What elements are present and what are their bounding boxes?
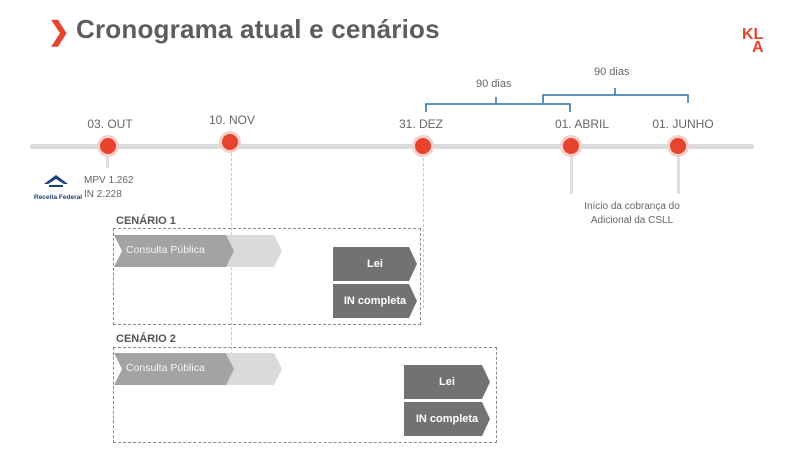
receita-line-1: MPV 1.262 bbox=[84, 175, 134, 186]
page-title: Cronograma atual e cenários bbox=[76, 14, 440, 44]
date-label-dez: 31. DEZ bbox=[398, 117, 444, 131]
timeline-dot-junho bbox=[670, 138, 686, 154]
bracket-label-1: 90 dias bbox=[476, 78, 512, 90]
scenario-2-lei-arrow: Lei bbox=[404, 365, 490, 399]
logo-bottom: A bbox=[752, 39, 764, 56]
scenario-1-lei-arrow: Lei bbox=[333, 247, 417, 281]
vline-dez-dashed bbox=[423, 148, 424, 308]
bracket-2 bbox=[542, 94, 689, 103]
timeline-dot-dez bbox=[415, 138, 431, 154]
scenario-2-consulta-extension bbox=[226, 353, 282, 385]
vline-out bbox=[106, 146, 109, 168]
scenario-1-box bbox=[113, 228, 421, 325]
kla-logo: KL A bbox=[742, 26, 776, 58]
date-label-junho: 01. JUNHO bbox=[652, 117, 714, 131]
receita-line-2: IN 2.228 bbox=[84, 189, 122, 200]
timeline-dot-out bbox=[100, 138, 116, 154]
timeline-line bbox=[30, 144, 754, 149]
vline-abril bbox=[570, 146, 573, 194]
logo-top: KL bbox=[742, 26, 764, 43]
scenario-1-label: CENÁRIO 1 bbox=[116, 215, 176, 227]
timeline-dot-nov bbox=[222, 134, 238, 150]
csll-note-line-2: Adicional da CSLL bbox=[590, 215, 674, 226]
receita-emblem-icon bbox=[44, 175, 68, 187]
chevron-right-icon: ❯ bbox=[48, 16, 70, 46]
bracket-1 bbox=[425, 103, 571, 112]
scenario-2-consulta-arrow: Consulta Pública bbox=[114, 353, 234, 385]
receita-federal-logo: Receita Federal bbox=[34, 172, 83, 201]
scenario-1-in-arrow: IN completa bbox=[333, 284, 417, 318]
scenario-1-consulta-extension bbox=[226, 235, 282, 267]
scenario-2-box bbox=[113, 347, 497, 443]
receita-logo-text: Receita Federal bbox=[34, 194, 83, 201]
scenario-1-consulta-arrow: Consulta Pública bbox=[114, 235, 234, 267]
timeline-dot-abril bbox=[563, 138, 579, 154]
date-label-abril: 01. ABRIL bbox=[554, 117, 610, 131]
date-label-out: 03. OUT bbox=[87, 117, 133, 131]
scenario-2-in-arrow: IN completa bbox=[404, 402, 490, 436]
csll-note: Início da cobrança do Adicional da CSLL bbox=[572, 200, 692, 228]
date-label-nov: 10. NOV bbox=[208, 113, 256, 127]
csll-note-line-1: Início da cobrança do bbox=[584, 201, 680, 212]
scenario-2-label: CENÁRIO 2 bbox=[116, 333, 176, 345]
vline-junho bbox=[677, 146, 680, 194]
bracket-label-2: 90 dias bbox=[594, 66, 630, 78]
